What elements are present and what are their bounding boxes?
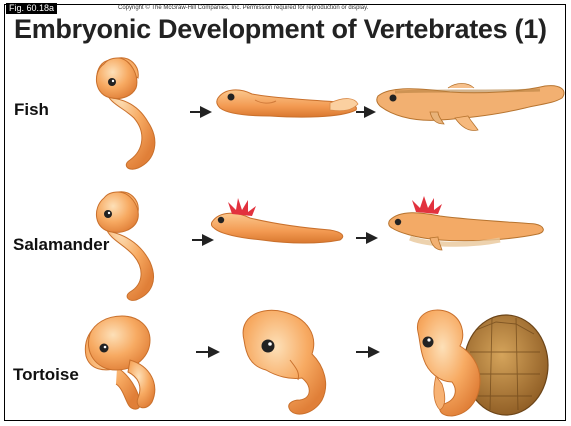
fish-late-embryo <box>377 84 564 131</box>
salamander-late-embryo <box>389 196 544 250</box>
fish-early-embryo <box>96 58 154 169</box>
tortoise-early-embryo <box>85 316 154 409</box>
fish-mid-embryo <box>217 90 358 117</box>
tortoise-late-embryo <box>417 310 548 416</box>
salamander-mid-embryo <box>211 198 342 243</box>
tortoise-mid-embryo <box>243 310 326 414</box>
salamander-early-embryo <box>96 192 153 301</box>
